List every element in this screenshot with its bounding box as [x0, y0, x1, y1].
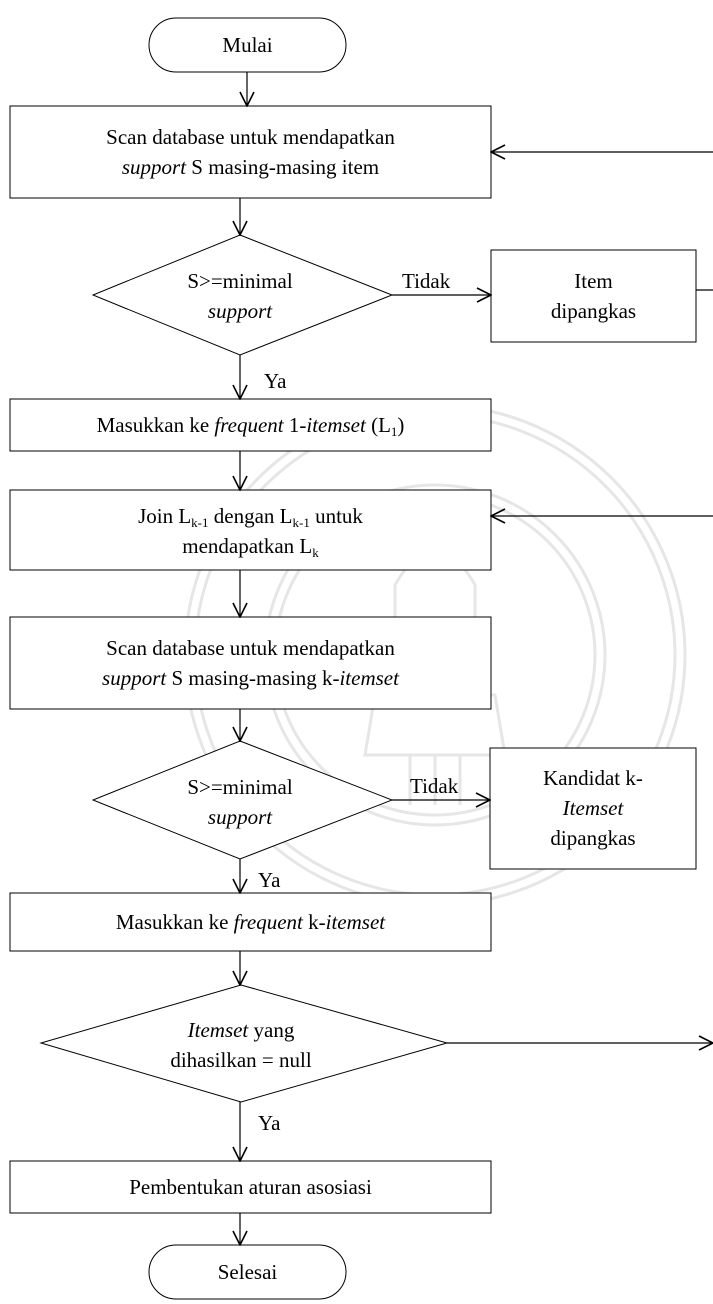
scan-db-k-box: [9, 616, 492, 710]
decision-min-support-2-text: S>=minimal support: [187, 775, 293, 829]
prune-item-box: [490, 249, 697, 343]
frequent-1-box: [9, 398, 492, 452]
decision-min-support-1-text: S>=minimal support: [187, 269, 293, 323]
rules-text: Pembentukan aturan asosiasi: [129, 1175, 372, 1199]
scan-db-box: [9, 105, 492, 199]
scan-db-text: Scan database untuk mendapatkan support …: [10, 122, 491, 182]
connectors: [240, 72, 713, 1245]
rules-box: [9, 1160, 492, 1214]
join-text: Join Lk-1 dengan Lk-1 untuk mendapatkan …: [138, 504, 363, 560]
decision-null: [39, 984, 449, 1103]
yes-label-3: Ya: [258, 1111, 281, 1135]
end-label: Selesai: [217, 1260, 278, 1284]
join-box: [9, 489, 492, 571]
prune-candidate-box: [489, 747, 697, 870]
no-label-2: Tidak: [410, 774, 459, 798]
scan-db-line1: Scan database untuk mendapatkan: [106, 125, 395, 149]
scan-db-k-text: Scan database untuk mendapatkan support …: [102, 636, 399, 690]
yes-label-2: Ya: [258, 868, 281, 892]
prune-candidate-text: Kandidat k- Itemset dipangkas: [543, 766, 643, 850]
no-label-1: Tidak: [402, 269, 451, 293]
frequent-k-box: [9, 892, 492, 952]
scan-db-line2: support S masing-masing item: [121, 155, 380, 179]
decision-null-text: Itemset yang dihasilkan = null: [170, 1018, 312, 1072]
prune-item-text: Item dipangkas: [550, 269, 637, 323]
start-label: Mulai: [222, 33, 273, 57]
frequent-k-text: Masukkan ke frequent k-itemset: [115, 910, 386, 934]
frequent-1-text: Masukkan ke frequent 1-itemset (L1): [96, 413, 405, 439]
yes-label-1: Ya: [264, 369, 287, 393]
